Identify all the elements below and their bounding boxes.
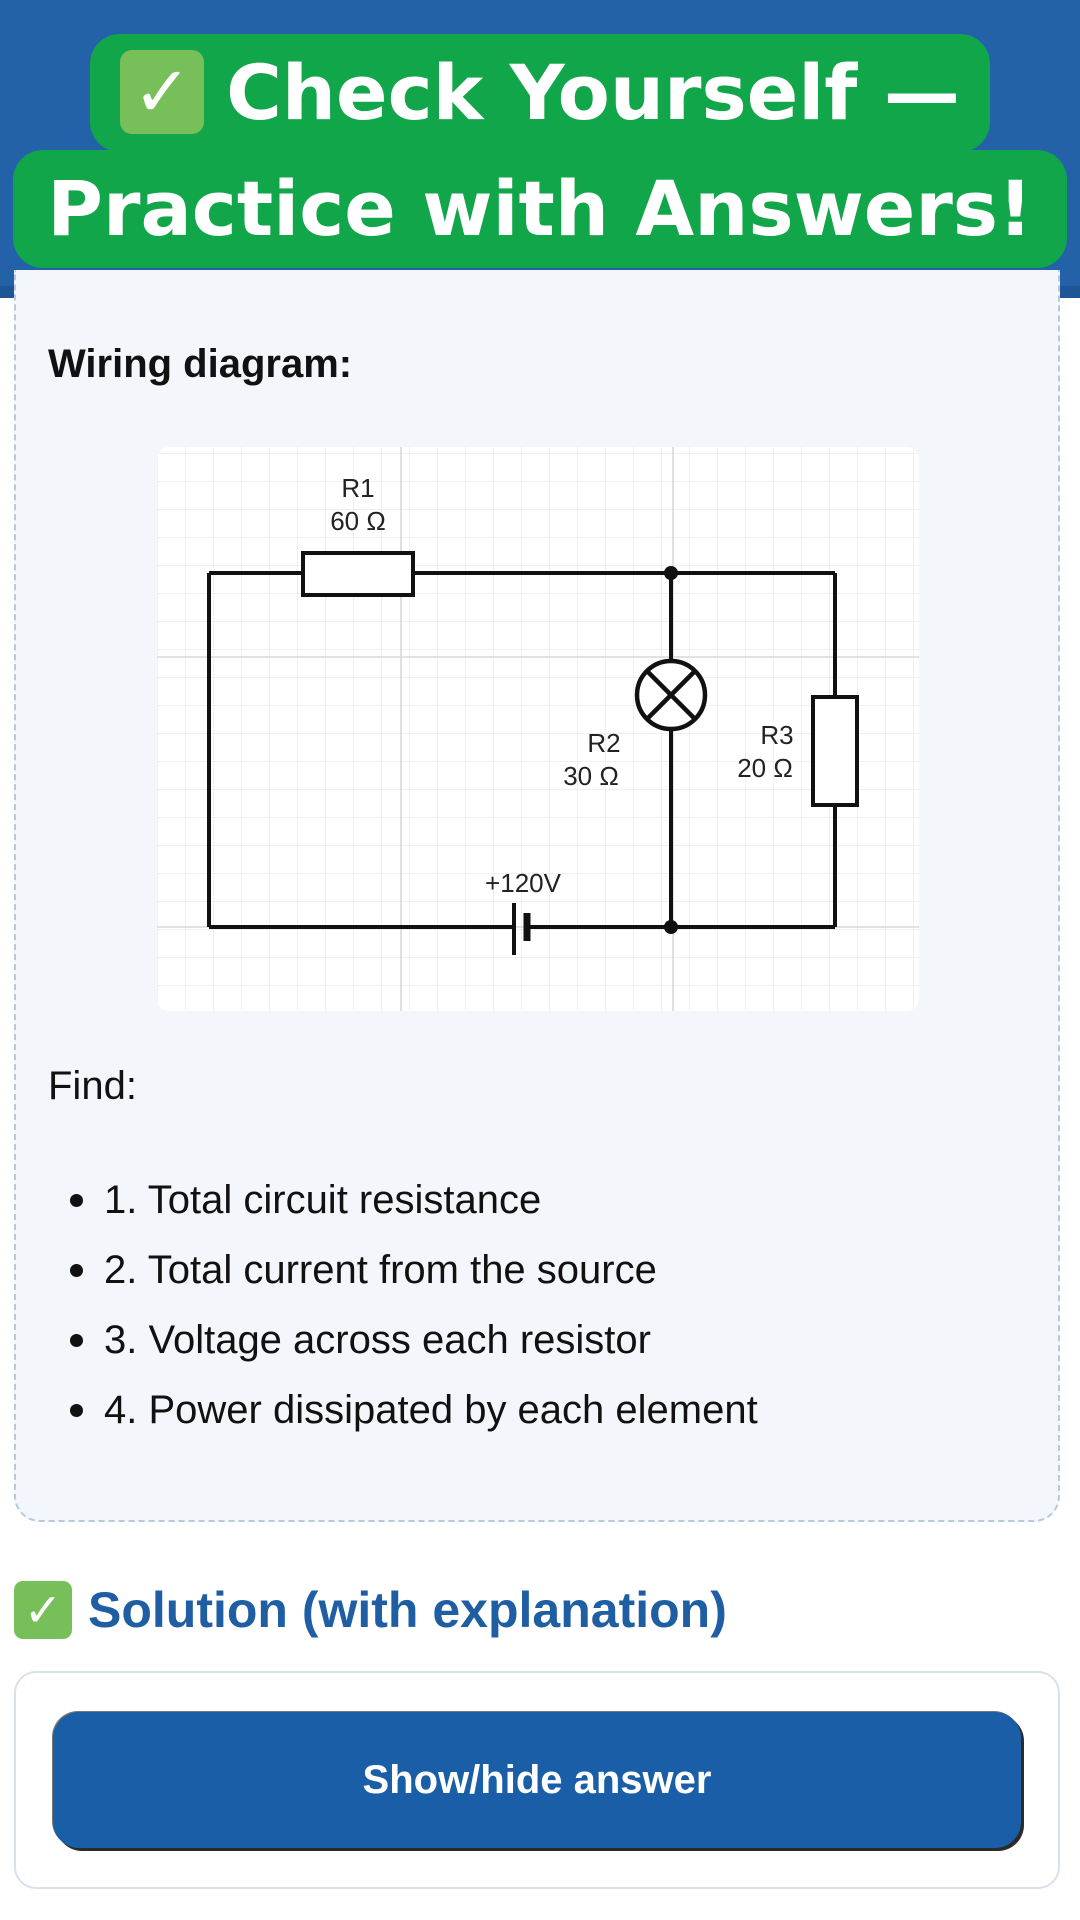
list-item: 2. Total current from the source: [68, 1242, 758, 1312]
r2-value-label: 30 Ω: [563, 761, 619, 791]
source-voltage-label: +120V: [485, 868, 562, 898]
find-list: 1. Total circuit resistance 2. Total cur…: [68, 1172, 758, 1452]
grid-background: [157, 447, 919, 1011]
title-line-1: ✓Check Yourself —: [90, 34, 990, 152]
circuit-wires: [207, 571, 837, 929]
r3-value-label: 20 Ω: [737, 753, 793, 783]
title-line-1-text: Check Yourself —: [226, 48, 960, 137]
find-label: Find:: [48, 1064, 137, 1108]
page-title: ✓Check Yourself — Practice with Answers!: [0, 34, 1080, 268]
r1-name-label: R1: [341, 473, 374, 503]
resistor-r3: [811, 695, 859, 807]
r2-name-label: R2: [587, 728, 620, 758]
solution-heading: ✓ Solution (with explanation): [14, 1578, 727, 1642]
show-hide-answer-button[interactable]: Show/hide answer: [53, 1712, 1021, 1848]
r3-name-label: R3: [760, 720, 793, 750]
list-item: 1. Total circuit resistance: [68, 1172, 758, 1242]
junction-dot: [664, 566, 678, 580]
title-line-2: Practice with Answers!: [13, 150, 1067, 268]
list-item: 4. Power dissipated by each element: [68, 1382, 758, 1452]
junction-dot: [664, 920, 678, 934]
solution-heading-text: Solution (with explanation): [88, 1582, 727, 1638]
resistor-r1: [301, 551, 415, 597]
r1-value-label: 60 Ω: [330, 506, 386, 536]
circuit-diagram-svg: R1 60 Ω R2 30 Ω R3 20 Ω +120V: [157, 447, 919, 1011]
check-mark-icon: ✓: [14, 1581, 72, 1639]
circuit-diagram: R1 60 Ω R2 30 Ω R3 20 Ω +120V: [157, 447, 919, 1011]
list-item: 3. Voltage across each resistor: [68, 1312, 758, 1382]
wiring-diagram-label: Wiring diagram:: [48, 342, 353, 386]
check-mark-icon: ✓: [120, 50, 205, 134]
lamp-r2: [634, 658, 708, 732]
battery-source: [512, 903, 531, 955]
